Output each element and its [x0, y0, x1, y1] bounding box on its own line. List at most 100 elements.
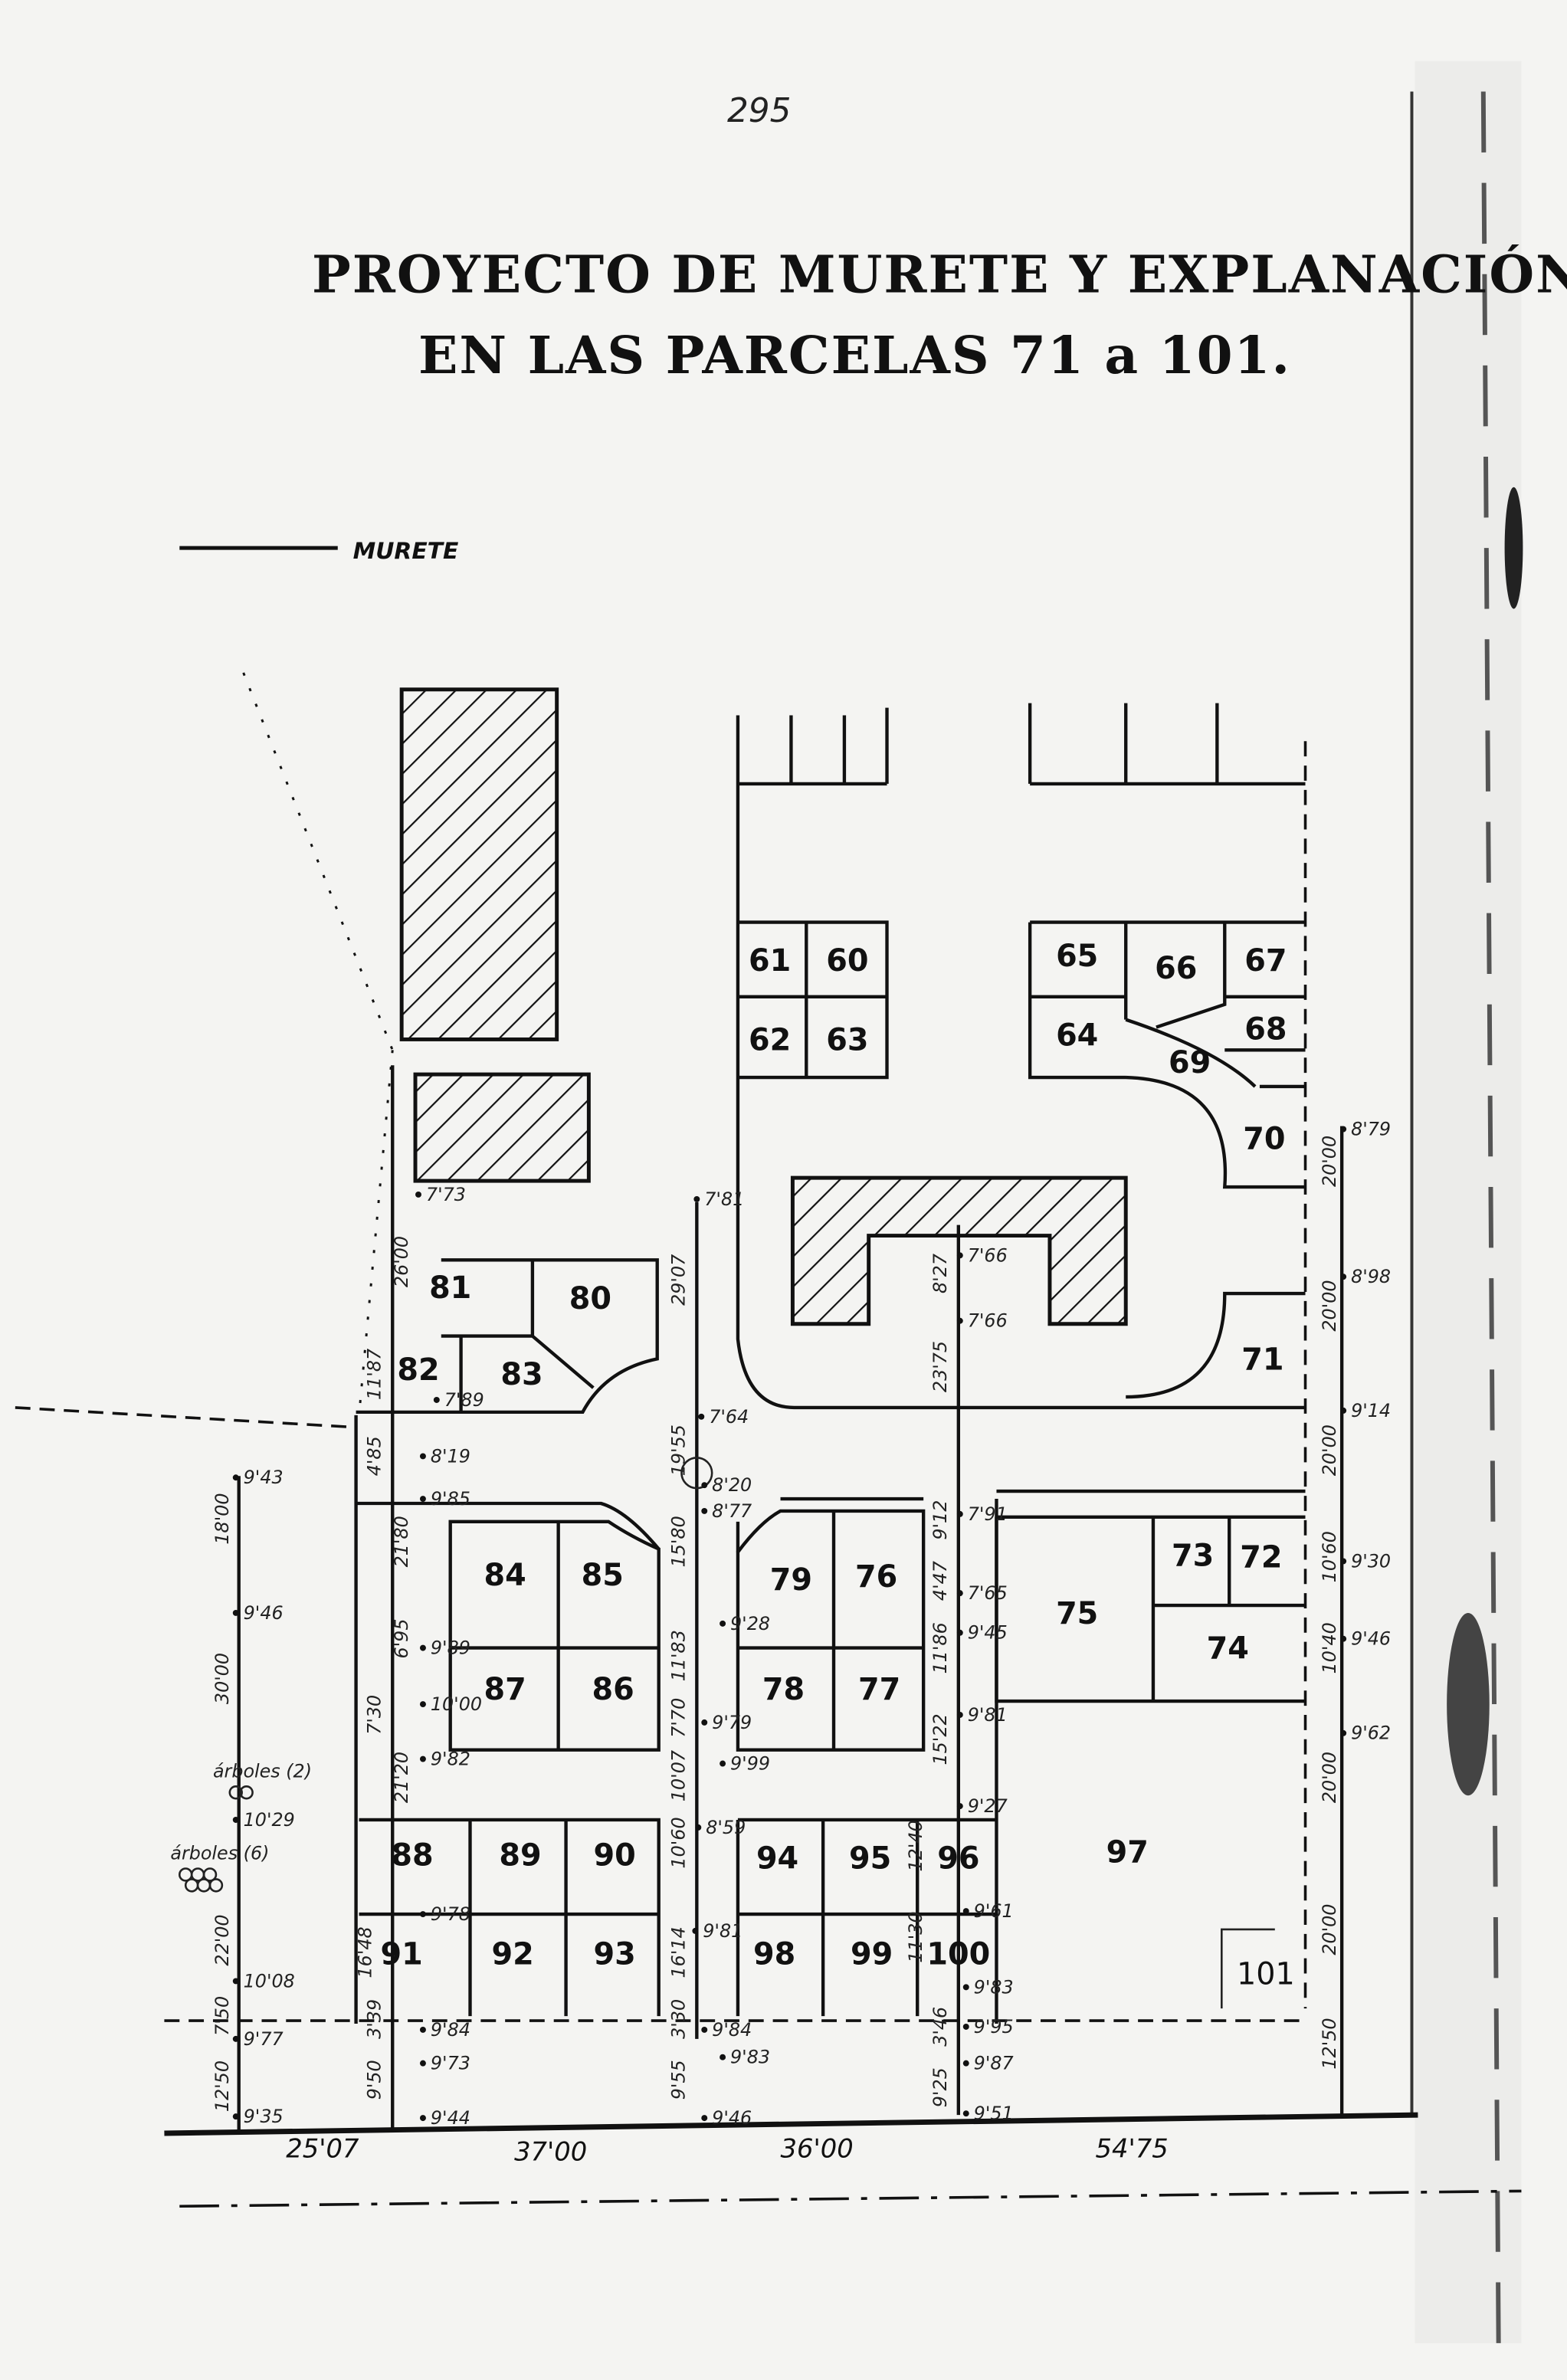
- level-annotation: 9'43: [244, 1467, 284, 1488]
- vertical-dimension: 12'50: [1319, 2018, 1340, 2069]
- parcel-label: 61: [749, 943, 791, 979]
- parcel-label: 74: [1207, 1631, 1249, 1667]
- level-annotation: 7'65: [968, 1582, 1008, 1604]
- survey-point: [1340, 1729, 1347, 1736]
- survey-point: [701, 1482, 708, 1489]
- vertical-dimension: 20'00: [1319, 1136, 1340, 1187]
- survey-point: [232, 1474, 239, 1481]
- level-annotation: 7'66: [968, 1310, 1008, 1332]
- parcel-label: 60: [826, 943, 868, 979]
- level-annotation: 8'77: [712, 1500, 752, 1522]
- survey-point: [962, 2024, 969, 2030]
- survey-point: [1340, 1126, 1347, 1133]
- level-annotation: 8'98: [1351, 1266, 1391, 1287]
- vertical-dimension: 15'22: [929, 1713, 951, 1765]
- vertical-dimension: 20'00: [1319, 1752, 1340, 1803]
- parcel-label: 82: [397, 1352, 439, 1388]
- vertical-dimension: 21'80: [391, 1516, 412, 1567]
- vertical-dimension: 20'00: [1319, 1904, 1340, 1955]
- survey-point: [1340, 1558, 1347, 1565]
- vertical-dimension: 9'12: [929, 1500, 951, 1540]
- level-annotation: 9'84: [431, 2019, 470, 2041]
- parcel-label: 66: [1155, 951, 1197, 986]
- parcel-label: 78: [762, 1672, 805, 1707]
- parcel-label: 64: [1056, 1018, 1098, 1053]
- parcel-label: 76: [855, 1559, 897, 1595]
- parcel-label: 94: [756, 1841, 798, 1877]
- survey-point: [695, 1824, 702, 1831]
- survey-point: [698, 1413, 705, 1420]
- vertical-dimension: 23'75: [929, 1341, 951, 1392]
- survey-point: [419, 1701, 426, 1708]
- level-annotation: 9'84: [712, 2019, 752, 2041]
- murete-legend-label: MURETE: [353, 538, 459, 565]
- level-annotation: 9'79: [712, 1712, 752, 1733]
- vertical-dimension: 22'00: [211, 1914, 233, 1965]
- road-lines: [695, 1201, 998, 2116]
- parcel-label: 72: [1240, 1539, 1282, 1575]
- level-annotation: 9'85: [431, 1488, 470, 1510]
- level-annotation: 9'46: [244, 1602, 284, 1624]
- survey-point: [956, 1590, 963, 1597]
- vertical-dimension: 3'39: [363, 1999, 385, 2039]
- parcel-label: 96: [937, 1841, 979, 1877]
- survey-point: [962, 2110, 969, 2117]
- survey-point: [692, 1927, 699, 1934]
- survey-point: [419, 1911, 426, 1918]
- parcel-label: 86: [592, 1672, 634, 1707]
- level-annotation: 7'73: [426, 1184, 466, 1205]
- level-annotation: 9'28: [730, 1613, 770, 1634]
- vertical-dimension: 11'87: [363, 1349, 385, 1400]
- vertical-dimension: 12'40: [905, 1820, 926, 1871]
- level-annotation: 9'73: [431, 2053, 470, 2074]
- block-72-75: [995, 1489, 1306, 1703]
- parcel-label: 75: [1056, 1596, 1098, 1631]
- parcel-label: 83: [500, 1357, 543, 1392]
- parcel-label: 77: [858, 1672, 900, 1707]
- level-annotation: 7'66: [968, 1244, 1008, 1266]
- vertical-dimension: 11'83: [667, 1630, 689, 1681]
- survey-point: [1340, 1635, 1347, 1642]
- survey-point: [701, 1507, 708, 1514]
- parcel-label: 100: [926, 1937, 990, 1972]
- vertical-dimension: 30'00: [211, 1653, 233, 1704]
- scan-blot: [1504, 487, 1523, 609]
- vertical-dimensions: 26'0011'874'8521'807'306'9521'2016'483'3…: [211, 1136, 1340, 2112]
- survey-point: [956, 1252, 963, 1259]
- sheet-number: 295: [727, 91, 791, 130]
- upper-block-lines: [736, 703, 1306, 1410]
- survey-point: [433, 1397, 440, 1403]
- parcel-label: 69: [1169, 1045, 1211, 1080]
- level-annotation: 9'83: [974, 1976, 1014, 1998]
- level-annotation: 10'29: [244, 1809, 295, 1831]
- survey-point: [701, 2026, 708, 2033]
- vertical-dimension: 10'07: [667, 1750, 689, 1801]
- existing-building: [399, 687, 559, 1041]
- vertical-dimension: 7'50: [211, 1996, 233, 2036]
- parcel-label: 91: [381, 1937, 423, 1972]
- vertical-dimension: 20'00: [1319, 1280, 1340, 1331]
- level-annotation: 9'61: [974, 1900, 1014, 1922]
- survey-point: [701, 1719, 708, 1726]
- tree-icon: [178, 1785, 254, 1893]
- plot-boundary-dashed: [164, 741, 1307, 2022]
- scan-shadow: [1415, 61, 1522, 2343]
- level-annotation: 9'83: [730, 2047, 770, 2068]
- survey-point: [419, 1644, 426, 1651]
- parcel-label: 81: [429, 1270, 471, 1306]
- survey-point-circle: [680, 1457, 713, 1490]
- level-annotation: 9'78: [431, 1903, 470, 1925]
- survey-point: [956, 1803, 963, 1810]
- vertical-dimension: 8'27: [929, 1254, 951, 1293]
- parcel-label: 98: [753, 1937, 795, 1972]
- parcel-label: 87: [484, 1672, 526, 1707]
- level-annotation: 9'82: [431, 1748, 470, 1769]
- horizontal-dimension: 25'07: [286, 2134, 359, 2164]
- right-edge-mark: [1480, 91, 1501, 2343]
- level-annotation: 9'81: [968, 1704, 1008, 1726]
- level-annotation: 7'81: [704, 1188, 744, 1210]
- vertical-dimension: 9'25: [929, 2067, 951, 2107]
